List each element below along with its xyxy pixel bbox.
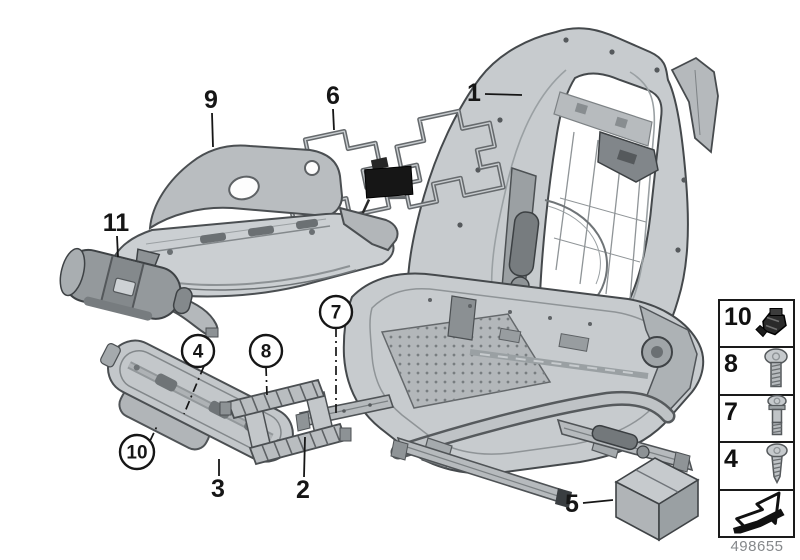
callout-6[interactable]: 6 [326,82,340,110]
legend-row-4[interactable]: 4 [720,441,793,488]
seat-base-frame [295,272,705,508]
legend-num-10: 10 [724,303,752,331]
legend-row-8[interactable]: 8 [720,346,793,393]
shoulder-bolt-icon [763,394,791,443]
self-tapping-screw-icon [763,442,791,489]
upper-seat-pan [110,144,399,298]
figure-number: 498655 [730,538,784,555]
callout-4[interactable]: 4 [180,333,216,369]
legend-row-arrow [720,488,793,539]
fastener-clip-icon [753,303,791,344]
accessory-box [614,457,700,542]
callout-11[interactable]: 11 [103,209,130,237]
svg-text:8: 8 [261,342,272,363]
carrier-bracket [219,378,352,466]
callout-9[interactable]: 9 [204,86,218,114]
legend-num-8: 8 [724,350,738,379]
svg-text:10: 10 [126,443,147,464]
svg-text:4: 4 [193,342,204,363]
callout-10[interactable]: 10 [118,433,156,471]
callout-7[interactable]: 7 [318,294,354,330]
callout-5[interactable]: 5 [565,490,579,518]
callout-2[interactable]: 2 [296,476,310,504]
direction-arrow-icon [725,488,787,539]
seat-drive-unit [59,247,219,338]
leader-lines [116,93,614,504]
svg-text:7: 7 [331,303,342,324]
button-head-screw-icon [761,348,791,395]
fastener-legend: 10 8 7 [718,299,795,538]
legend-row-10[interactable]: 10 [720,301,793,346]
callout-1[interactable]: 1 [467,79,481,107]
legend-row-7[interactable]: 7 [720,393,793,443]
legend-num-7: 7 [724,397,738,426]
callout-3[interactable]: 3 [211,475,225,503]
legend-num-4: 4 [724,445,738,474]
callout-8[interactable]: 8 [248,333,284,369]
callouts: 9 6 1 11 3 2 5 4 8 7 10 [103,79,579,518]
backrest-holes [457,37,687,253]
